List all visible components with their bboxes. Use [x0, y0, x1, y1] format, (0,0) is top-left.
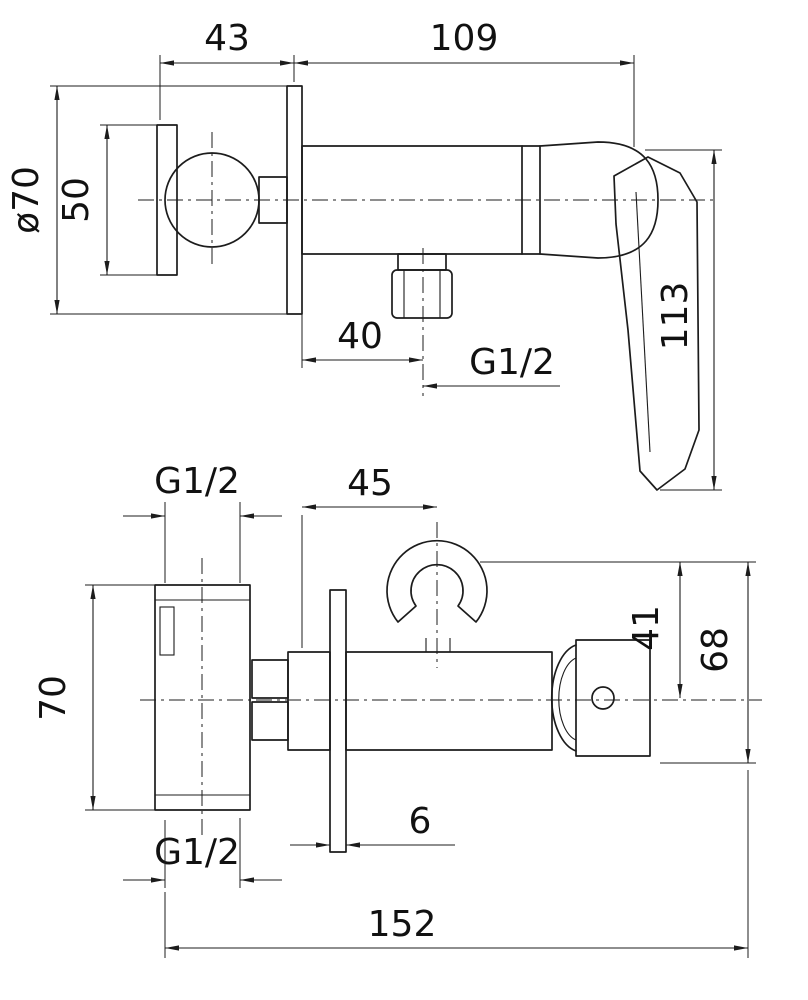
outlet-block	[575, 639, 651, 757]
dim-70-label: 70	[33, 675, 74, 721]
dim-152-label: 152	[368, 904, 437, 945]
dim-41-label: 41	[626, 605, 667, 651]
dim-68-label: 68	[695, 627, 736, 673]
thread-g12-top-label: G1/2	[154, 461, 240, 502]
connector-lower	[251, 701, 289, 741]
dim-40-label: 40	[337, 316, 383, 357]
outlet-nut	[391, 269, 453, 319]
dim-45-label: 45	[347, 463, 393, 504]
bottom-view-mixer-outline	[154, 539, 651, 853]
dim-6-label: 6	[409, 801, 432, 842]
escutcheon-flange-bottom	[329, 589, 347, 853]
dim-50-label: 50	[56, 177, 97, 223]
bottom-view-dimensions: G1/2 45 70 41 68 6	[33, 461, 756, 958]
handle-lever	[613, 156, 700, 491]
outlet-neck	[397, 253, 447, 271]
outlet-cap-arc	[550, 644, 577, 752]
dim-113-label: 113	[655, 282, 696, 351]
outlet-port-hole	[591, 686, 615, 710]
connector-upper	[251, 659, 289, 699]
valve-block	[154, 584, 251, 811]
shower-holder	[386, 539, 488, 623]
dim-dia70-label: ø70	[6, 166, 47, 234]
thread-g12-bottom-label: G1/2	[154, 832, 240, 873]
dim-109-label: 109	[430, 18, 499, 59]
body-main	[345, 651, 553, 751]
top-view-centerlines	[138, 132, 716, 396]
handle-head	[539, 141, 659, 259]
bottom-view-centerlines	[140, 522, 762, 838]
thread-g12-top-view-label: G1/2	[469, 342, 555, 383]
body-left	[287, 651, 331, 751]
top-view-mixer-outline	[156, 85, 700, 491]
top-view-dimensions: 43 109 ø70 50 40 G1/2	[6, 18, 722, 491]
bottom-view: G1/2 45 70 41 68 6	[33, 461, 762, 958]
dim-43-label: 43	[204, 18, 250, 59]
top-view: 43 109 ø70 50 40 G1/2	[6, 18, 722, 491]
wall-plate	[156, 124, 178, 276]
